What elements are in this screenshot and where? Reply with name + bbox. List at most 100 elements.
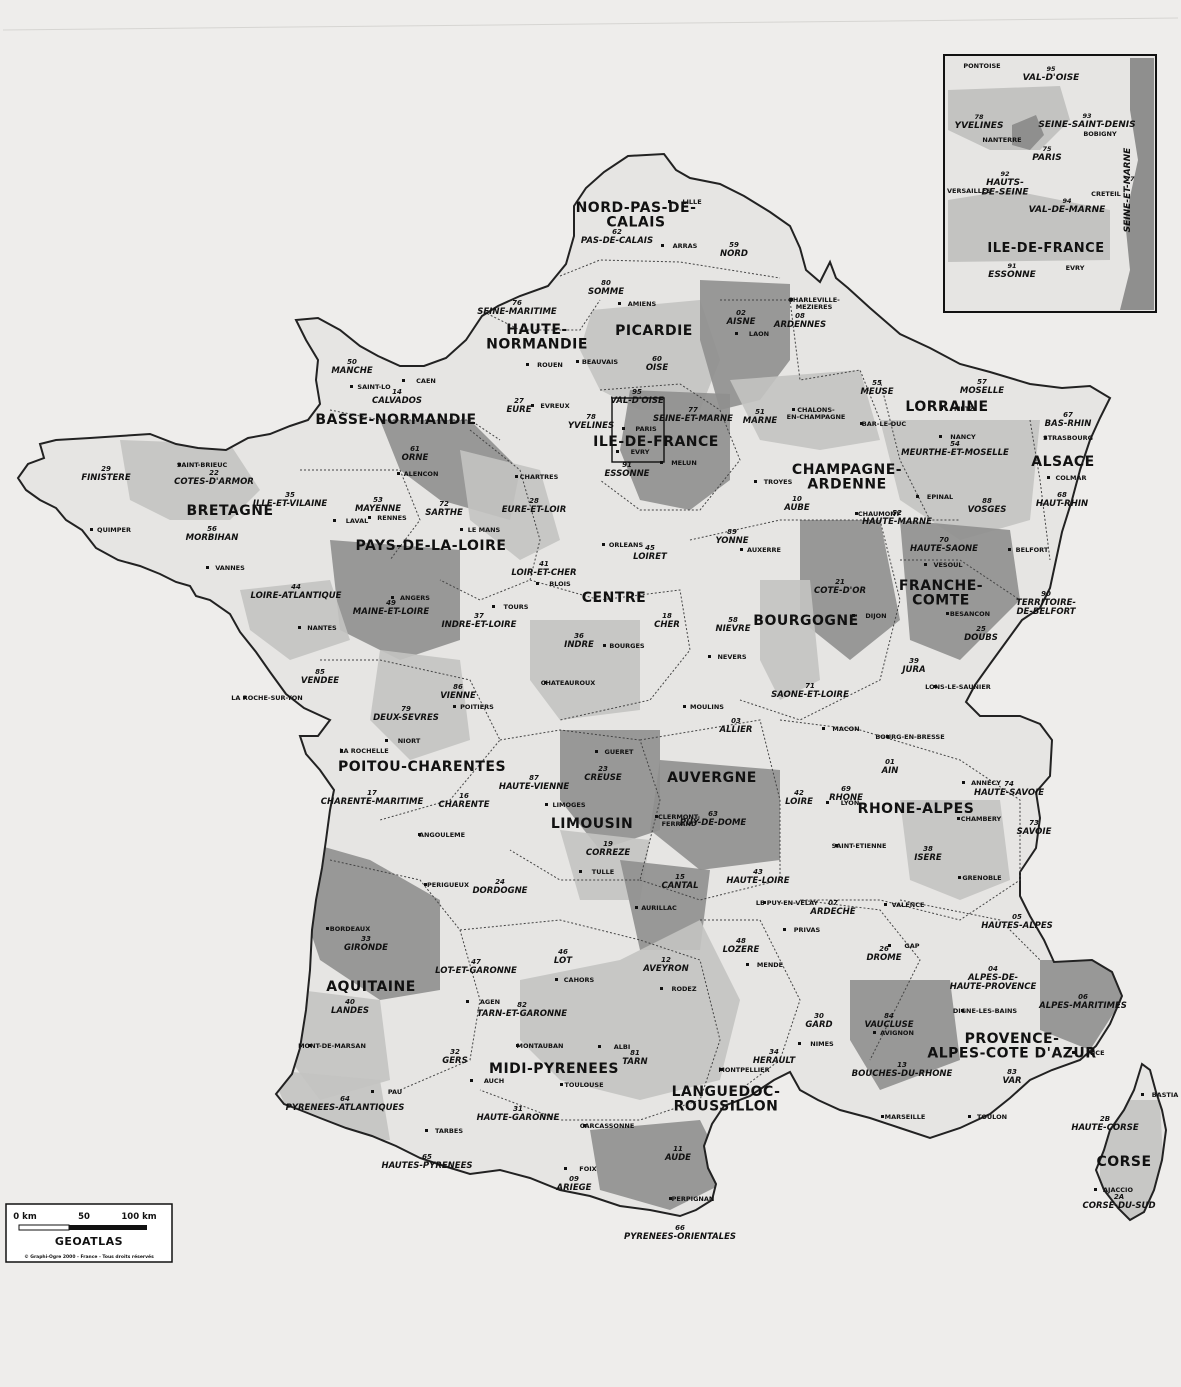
city-label: MOULINS (690, 703, 724, 711)
inset-city-label: PONTOISE (963, 62, 1000, 70)
border-10 (689, 519, 901, 721)
department-number: 23 (598, 765, 608, 773)
border-4 (439, 429, 541, 601)
city-marker (635, 906, 638, 909)
city-marker (531, 404, 534, 407)
city-label: TROYES (764, 478, 793, 486)
inset-department-name: VAL-D'OISE (1023, 73, 1080, 83)
department-name: LOIRE (785, 797, 813, 807)
department-number: 02 (736, 309, 746, 317)
department-name: RHONE (829, 793, 863, 803)
department-number: 60 (652, 355, 662, 363)
department-name: LOIR-ET-CHER (511, 568, 576, 578)
city-marker (655, 815, 658, 818)
region-franche-comte: FRANCHE-COMTE (899, 578, 983, 609)
department-number: 64 (340, 1095, 350, 1103)
city-marker (1072, 1051, 1075, 1054)
aude-shade (590, 1120, 730, 1210)
department-name: LOIRET (633, 552, 668, 562)
city-label: TOURS (504, 603, 529, 611)
department-name: VAL-D'OISE (610, 396, 664, 406)
department-number: 35 (285, 491, 295, 499)
city-marker (397, 472, 400, 475)
department-name: TERRITOIRE-DE-BELFORT (1016, 598, 1077, 617)
scale-tick-label: 0 km (13, 1212, 37, 1222)
department-name: PUY-DE-DOME (680, 818, 747, 828)
department-number: 33 (361, 935, 371, 943)
region-haute-normandie: HAUTE-NORMANDIE (486, 322, 588, 353)
city-label: LYON (841, 799, 860, 807)
poitou-shade (370, 650, 470, 760)
department-number: 01 (885, 758, 895, 766)
city-label: NIMES (810, 1040, 834, 1048)
city-marker (822, 727, 825, 730)
city-label: PERIGUEUX (427, 881, 469, 889)
city-label: ROUEN (537, 361, 563, 369)
department-name: LOT (554, 956, 573, 966)
border-7 (879, 379, 960, 521)
city-label: PARIS (635, 425, 657, 433)
city-marker (616, 450, 619, 453)
department-name: COTE-D'OR (814, 586, 866, 596)
auvergne-shade (650, 760, 780, 870)
city-marker (555, 978, 558, 981)
city-marker (333, 519, 336, 522)
department-name: VOSGES (968, 505, 1007, 515)
city-label: CHARTRES (520, 473, 559, 481)
maine-loire-shade (330, 540, 460, 660)
department-number: 36 (574, 632, 584, 640)
city-marker (603, 644, 606, 647)
department-number: 15 (675, 873, 685, 881)
loire-atl-shade (240, 580, 350, 660)
lorraine-shade (880, 420, 1040, 540)
department-name: HERAULT (753, 1056, 797, 1066)
inset-city-label: VERSAILLES (947, 187, 991, 195)
city-label: AUCH (484, 1077, 504, 1085)
city-label: LILLE (682, 198, 701, 206)
department-name: ORNE (402, 453, 429, 463)
city-marker (298, 626, 301, 629)
city-marker (881, 1115, 884, 1118)
department-number: 2B (1100, 1115, 1110, 1123)
city-label: MELUN (671, 459, 697, 467)
city-marker (418, 833, 421, 836)
city-label: LE PUY-EN-VELAY (756, 899, 818, 907)
department-number: 72 (439, 500, 449, 508)
department-name: HAUTE-LOIRE (726, 876, 789, 886)
department-name: AIN (881, 766, 899, 776)
department-number: 18 (662, 612, 672, 620)
region-bretagne: BRETAGNE (186, 503, 273, 519)
city-marker (453, 705, 456, 708)
region-rhone-alpes: RHONE-ALPES (858, 801, 975, 817)
scale-segment-a (18, 1224, 70, 1231)
department-name: DORDOGNE (472, 886, 527, 896)
city-label: DIGNE-LES-BAINS (953, 1007, 1018, 1015)
inset-department-name: HAUTS-DE-SEINE (981, 178, 1029, 197)
border-19 (799, 899, 921, 1061)
city-marker (873, 1031, 876, 1034)
department-number: 90 (1041, 590, 1051, 598)
department-number: 13 (897, 1061, 907, 1069)
region-limousin: LIMOUSIN (551, 816, 633, 832)
inset-department-name: PARIS (1032, 153, 1062, 163)
city-label: NEVERS (717, 653, 746, 661)
city-marker (754, 480, 757, 483)
region-alsace: ALSACE (1031, 454, 1095, 470)
city-marker (326, 927, 329, 930)
region-languedoc: LANGUEDOC-ROUSSILLON (672, 1084, 781, 1115)
